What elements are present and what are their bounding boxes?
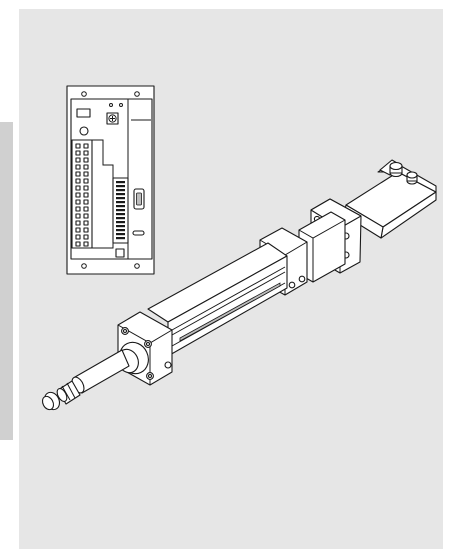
terminal-screw (83, 227, 89, 233)
terminal-screw (83, 220, 89, 226)
terminal-screw (75, 206, 81, 212)
connector-pin (116, 225, 125, 228)
connector-pin (116, 197, 125, 200)
terminal-screw (83, 171, 89, 177)
connector-pin (116, 237, 125, 240)
connector-pin (116, 181, 125, 184)
electric-actuator-icon (41, 159, 437, 411)
terminal-screw (75, 185, 81, 191)
terminal-screw (75, 227, 81, 233)
terminal-screw (75, 143, 81, 149)
terminal-screw (83, 234, 89, 240)
terminal-screw (75, 171, 81, 177)
terminal-screw (75, 178, 81, 184)
terminal-screw (83, 157, 89, 163)
terminal-screw (75, 150, 81, 156)
servo-controller-icon (66, 85, 155, 275)
terminal-screw (83, 241, 89, 247)
terminal-screw (83, 192, 89, 198)
terminal-screw (83, 164, 89, 170)
terminal-screw (83, 199, 89, 205)
connector-pin (116, 193, 125, 196)
terminal-screw (75, 157, 81, 163)
terminal-screw (75, 241, 81, 247)
connector-pin (116, 229, 125, 232)
terminal-screw (75, 164, 81, 170)
connector-pin (116, 205, 125, 208)
terminal-screw (75, 220, 81, 226)
terminal-screw (83, 150, 89, 156)
connector-pin (116, 233, 125, 236)
connector-pin (116, 185, 125, 188)
connector-pin (116, 221, 125, 224)
connector-pin (116, 217, 125, 220)
terminal-screw (83, 185, 89, 191)
terminal-screw (83, 206, 89, 212)
terminal-screw (75, 199, 81, 205)
terminal-screw (83, 178, 89, 184)
terminal-screw (83, 143, 89, 149)
connector-pin (116, 201, 125, 204)
terminal-screw (75, 234, 81, 240)
connector-pin (116, 213, 125, 216)
terminal-screw (75, 192, 81, 198)
terminal-screw (83, 213, 89, 219)
side-tab[interactable] (0, 122, 13, 440)
terminal-screw (75, 213, 81, 219)
connector-pin (116, 189, 125, 192)
connector-pin (116, 209, 125, 212)
